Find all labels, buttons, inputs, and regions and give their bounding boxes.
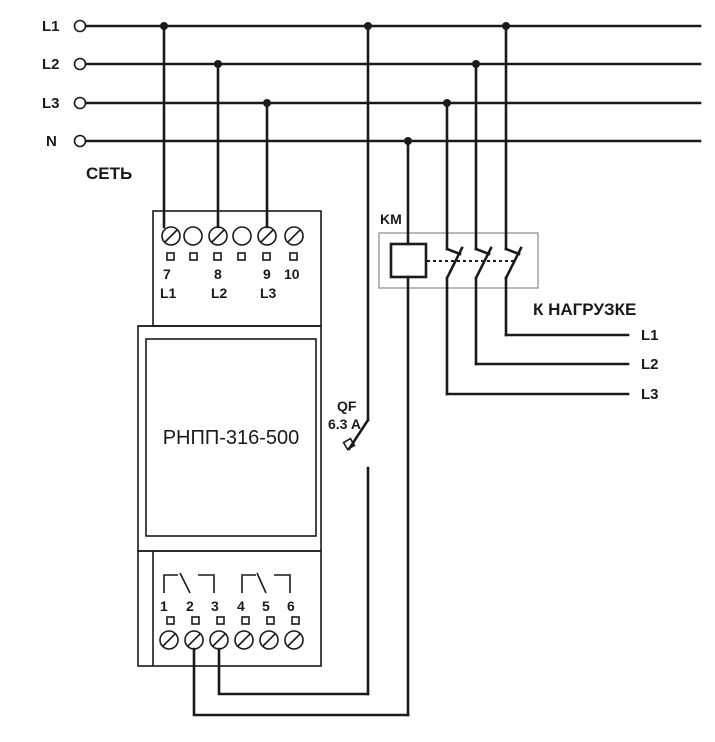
supply-title: СЕТЬ <box>86 164 132 183</box>
contact-line <box>198 574 215 593</box>
top-terminal-num-7: 7 <box>163 266 171 282</box>
screw-slot <box>237 633 251 647</box>
top-terminal-phase-l3: L3 <box>260 285 277 301</box>
bottom-terminal-num: 6 <box>287 598 295 614</box>
top-terminal-phase-l2: L2 <box>211 285 228 301</box>
top-terminal-screws <box>161 226 304 261</box>
terminal-l2-icon <box>73 57 87 71</box>
load-label-l3: L3 <box>641 386 659 403</box>
screw-terminal-icon <box>159 630 179 650</box>
screw-slot <box>164 229 178 243</box>
breaker-rating: 6.3 A <box>328 416 361 432</box>
pin-icon <box>237 252 246 261</box>
screw-slot <box>287 229 301 243</box>
device-bottom-block <box>137 550 322 667</box>
contact-line <box>163 574 178 593</box>
pin-icon <box>241 616 250 625</box>
screw-terminal-icon <box>234 630 254 650</box>
top-terminal-num-8: 8 <box>214 266 222 282</box>
pin-icon <box>216 616 225 625</box>
contact-line <box>274 574 291 593</box>
supply-label-l1: L1 <box>42 18 60 35</box>
km-contact-tip <box>504 247 521 256</box>
load-label-l1: L1 <box>641 327 659 344</box>
empty-terminal-icon <box>232 226 252 246</box>
supply-label-n: N <box>46 133 57 150</box>
breaker-blade <box>347 418 370 451</box>
pin-icon <box>189 252 198 261</box>
load-label-l2: L2 <box>641 356 659 373</box>
wire-terminal2-to-coil <box>192 647 410 717</box>
wire-terminal3-to-qf <box>217 647 370 696</box>
junction-dots <box>160 22 510 145</box>
top-terminal-phase-l1: L1 <box>160 285 177 301</box>
breaker-qf: QF 6.3 A <box>328 24 370 696</box>
supply-buses: L1 L2 L3 N СЕТЬ <box>42 18 702 183</box>
relay-contacts-icon <box>163 572 291 594</box>
contact-blade <box>256 572 267 594</box>
device-supply-wires <box>162 24 269 229</box>
screw-slot <box>262 633 276 647</box>
screw-slot <box>260 229 274 243</box>
pin-icon <box>262 252 271 261</box>
screw-slot <box>287 633 301 647</box>
contactor-frame <box>378 232 539 289</box>
terminal-l3-icon <box>73 96 87 110</box>
breaker-name: QF <box>337 398 357 414</box>
screw-slot <box>212 633 226 647</box>
terminal-l1-icon <box>73 19 87 33</box>
pin-icon <box>289 252 298 261</box>
supply-label-l3: L3 <box>42 95 60 112</box>
empty-terminal-icon <box>183 226 203 246</box>
bottom-terminal-screws <box>159 616 304 650</box>
bottom-terminal-num: 4 <box>237 598 245 614</box>
screw-terminal-icon <box>161 226 181 246</box>
screw-slot <box>211 229 225 243</box>
pin-icon <box>213 252 222 261</box>
pin-icon <box>266 616 275 625</box>
bottom-terminal-numbers: 1 2 3 4 5 6 <box>160 598 295 614</box>
top-terminal-num-10: 10 <box>284 266 300 282</box>
screw-slot <box>162 633 176 647</box>
device-display <box>145 338 317 537</box>
km-contact-tip <box>474 247 491 256</box>
contactor-name: KM <box>380 211 402 227</box>
screw-terminal-icon <box>284 630 304 650</box>
device-model: РНПП-316-500 <box>163 427 300 449</box>
load-labels: К НАГРУЗКЕ L1 L2 L3 <box>533 300 659 403</box>
screw-slot <box>187 633 201 647</box>
bottom-terminal-num: 1 <box>160 598 168 614</box>
pin-icon <box>166 252 175 261</box>
relay-device: РНПП-316-500 7 L1 8 L2 9 L3 10 <box>137 210 322 667</box>
terminal-n-icon <box>73 134 87 148</box>
km-pole-l3-icon <box>445 246 464 280</box>
km-pole-l2-icon <box>474 246 493 280</box>
contactor-coil-icon <box>389 242 428 279</box>
contact-blade <box>179 572 191 594</box>
screw-terminal-icon <box>284 226 304 246</box>
load-title: К НАГРУЗКЕ <box>533 300 636 319</box>
km-pole-l1-icon <box>504 246 523 280</box>
top-terminal-num-9: 9 <box>263 266 271 282</box>
contactor-km: KM <box>378 24 630 717</box>
pin-icon <box>291 616 300 625</box>
contact-line <box>241 574 256 593</box>
supply-label-l2: L2 <box>42 56 60 73</box>
control-wires <box>192 647 410 717</box>
screw-terminal-icon <box>259 630 279 650</box>
bottom-terminal-num: 5 <box>262 598 270 614</box>
pin-icon <box>191 616 200 625</box>
km-contact-tip <box>445 247 462 256</box>
pin-icon <box>166 616 175 625</box>
bottom-terminal-num: 2 <box>186 598 194 614</box>
bottom-terminal-num: 3 <box>211 598 219 614</box>
breaker-trip-icon <box>342 437 356 451</box>
